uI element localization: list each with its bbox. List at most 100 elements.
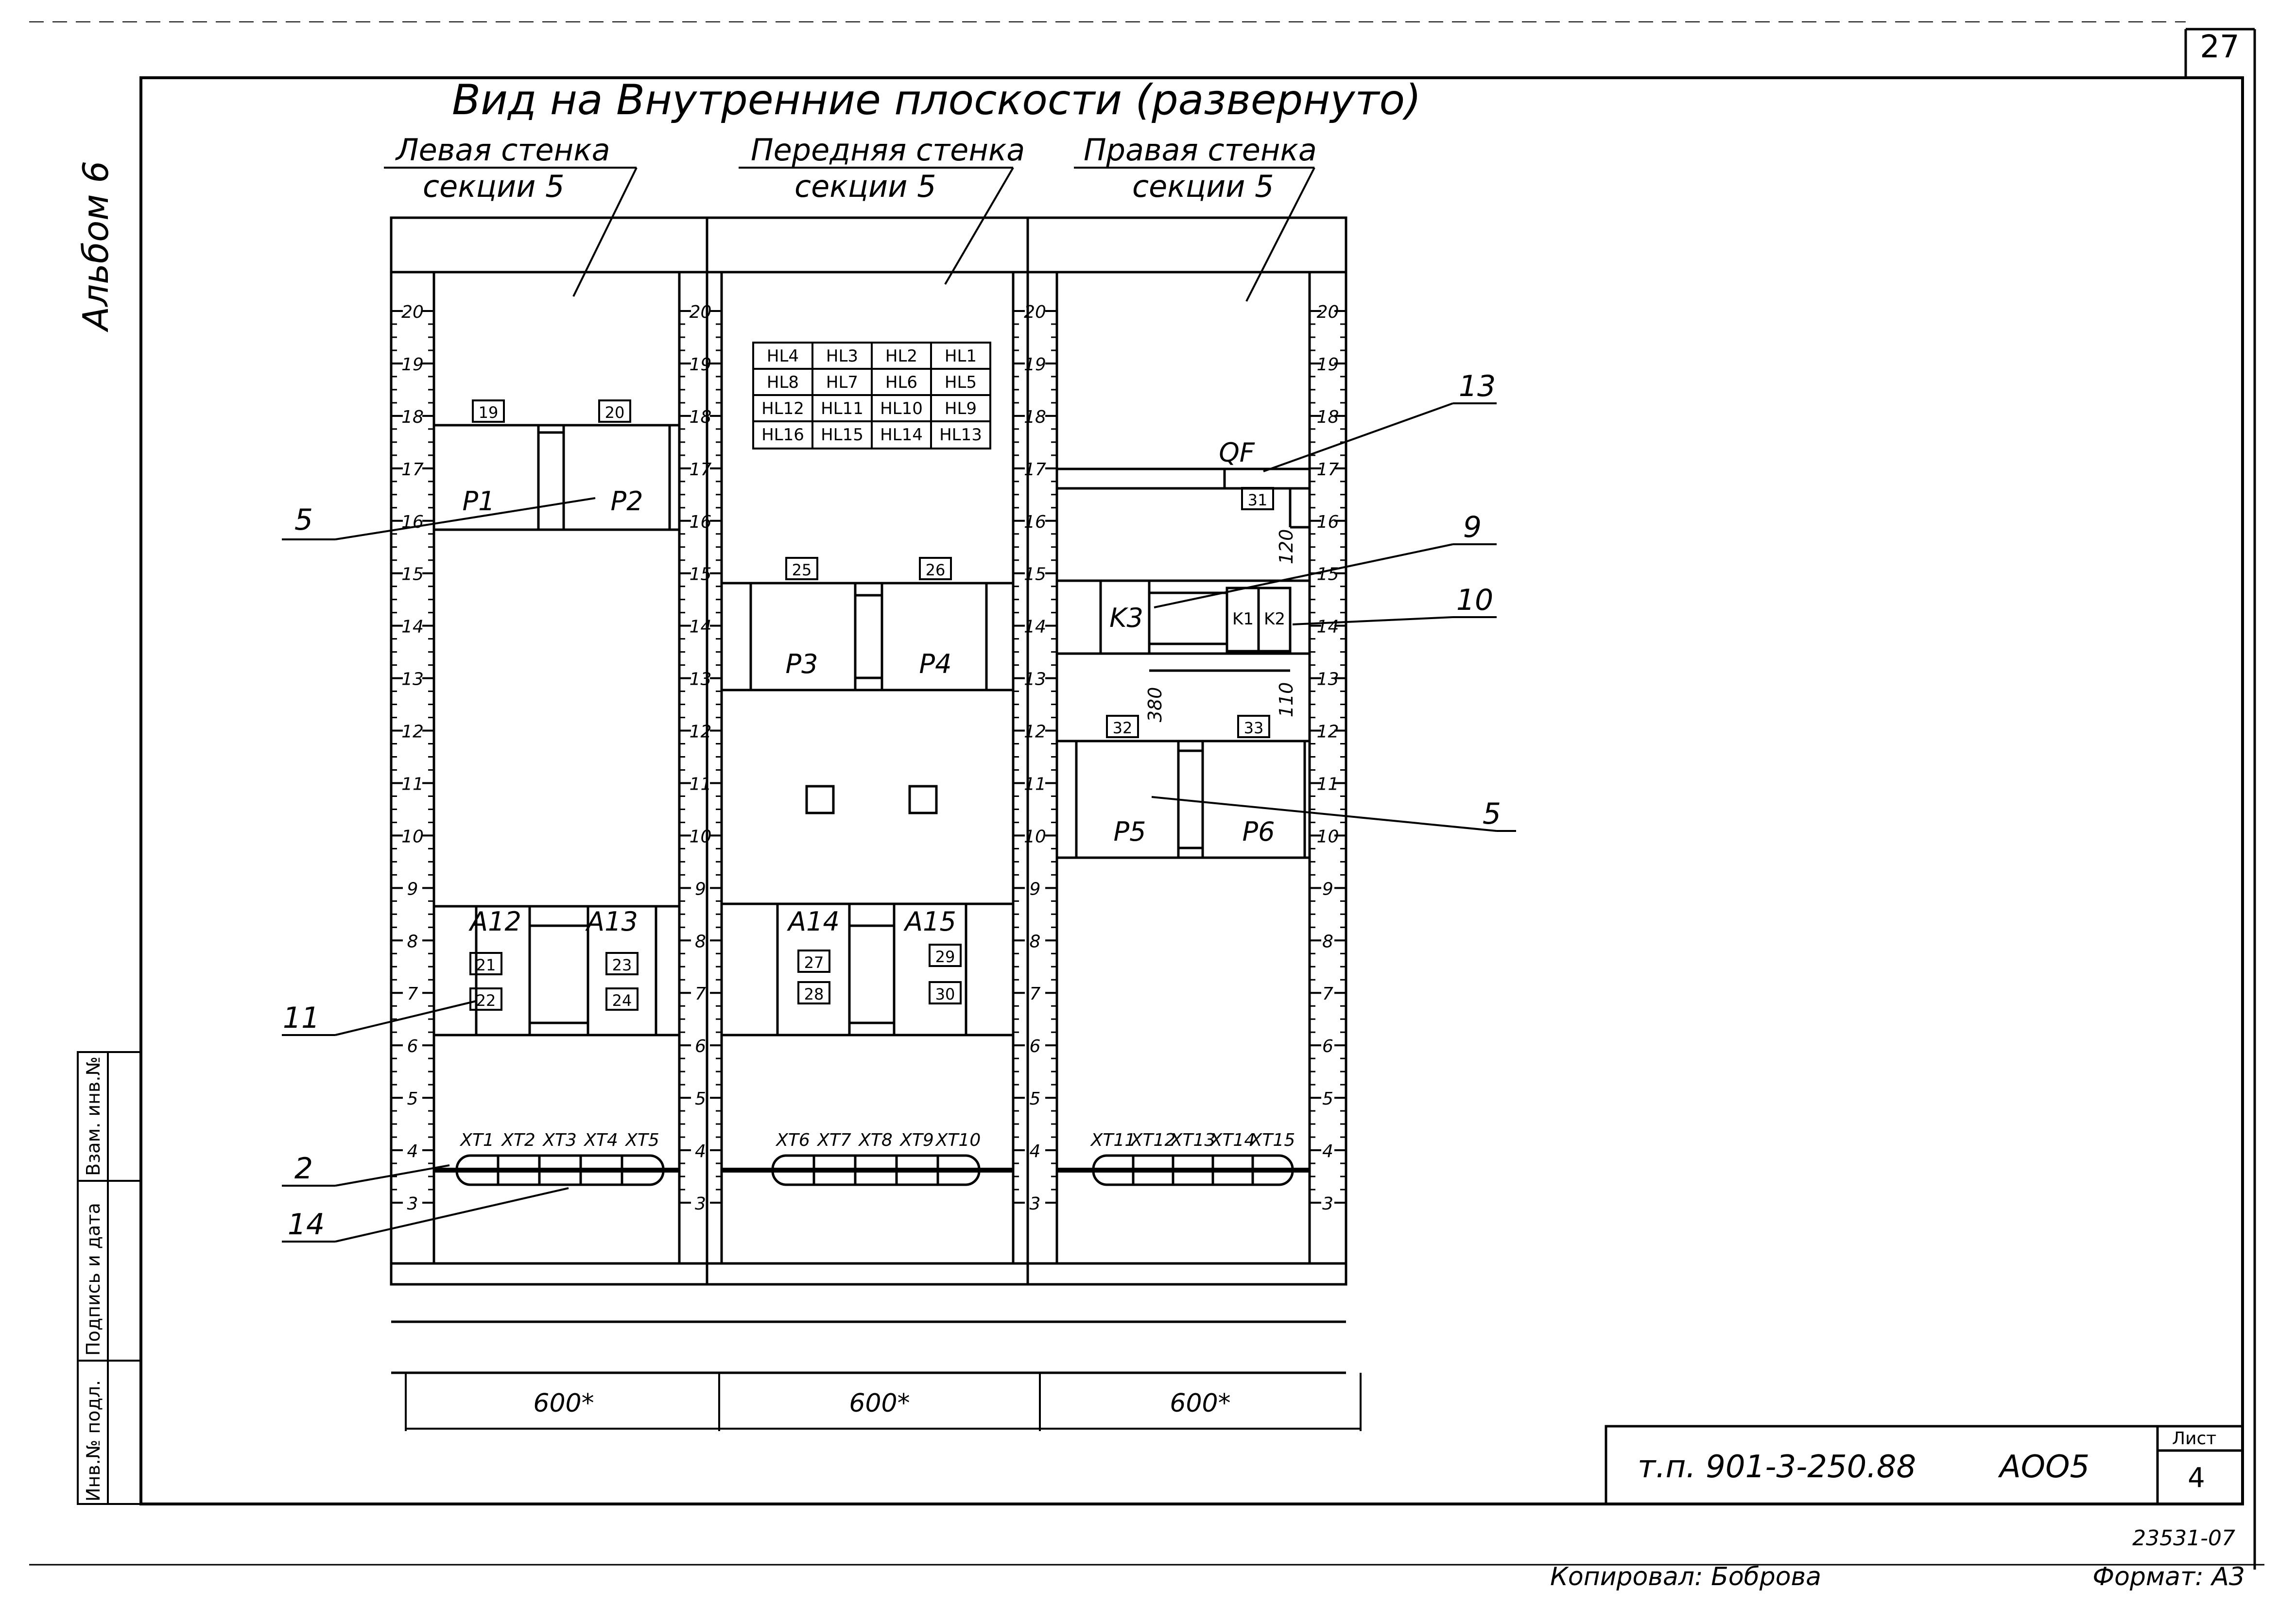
rail-mark: 20 [401, 302, 424, 322]
callout-leaders [282, 402, 1516, 1243]
tag-27: 27 [804, 953, 824, 972]
rail-mark: 6 [407, 1037, 418, 1056]
tag-23: 23 [612, 956, 632, 974]
tag-box-23 [605, 952, 639, 975]
rail-mark: 14 [690, 617, 712, 637]
rail-mark: 19 [690, 355, 712, 375]
title-block [1605, 1425, 2244, 1505]
terminal-xt5: XT5 [624, 1130, 659, 1150]
contactor-k2-body [1257, 587, 1292, 653]
tag-24: 24 [612, 991, 632, 1010]
tag-22: 22 [476, 991, 496, 1010]
sheet-number: 4 [2188, 1462, 2205, 1494]
sheet-label: Лист [2172, 1429, 2216, 1449]
rail-mark: 13 [1317, 670, 1339, 690]
callout-11: 11 [283, 1001, 320, 1035]
breaker-qf: QF [1219, 437, 1255, 468]
corner-sheet-number: 27 [2200, 29, 2239, 65]
rail-mark: 9 [1322, 879, 1333, 899]
lamp-hl3: HL3 [826, 346, 858, 366]
terminal-xt1: XT1 [459, 1130, 494, 1150]
stamp-sign-date: Подпись и дата [83, 1203, 104, 1356]
tag-box-22 [469, 987, 502, 1011]
rail-mark: 5 [407, 1089, 418, 1109]
terminal-xt8: XT8 [858, 1130, 893, 1150]
dimension-110: 110 [1276, 682, 1297, 718]
signal-lamp-right [908, 785, 938, 814]
lamp-hl4: HL4 [767, 346, 799, 366]
right-wall-section: секции 5 [1132, 169, 1274, 204]
callout-10: 10 [1456, 583, 1493, 617]
rail-mark: 7 [1322, 984, 1333, 1004]
document-code: АОО5 [1998, 1449, 2089, 1485]
rail-mark: 16 [1317, 512, 1339, 532]
document-number: т.п. 901-3-250.88 [1638, 1449, 1916, 1485]
relay-p5: P5 [1114, 816, 1146, 847]
lamp-hl1: HL1 [945, 346, 977, 366]
rail-mark: 9 [695, 879, 706, 899]
rail-mark: 19 [1024, 355, 1046, 375]
lamp-hl5: HL5 [945, 373, 977, 392]
contactor-k1: K1 [1232, 609, 1254, 629]
relay-p1-body [432, 424, 540, 531]
relay-p3: P3 [786, 649, 818, 679]
callout-5-left: 5 [294, 503, 313, 537]
tag-box-28 [797, 981, 830, 1004]
terminal-xt6: XT6 [775, 1130, 810, 1150]
rail-mark: 10 [690, 827, 712, 847]
lamp-hl10: HL10 [880, 399, 923, 418]
tag-box-32 [1106, 715, 1139, 738]
rail-mark: 3 [1322, 1194, 1333, 1214]
dimension-120: 120 [1276, 529, 1297, 565]
tag-25: 25 [792, 561, 812, 579]
rail-mark: 18 [690, 407, 712, 427]
terminal-xt2: XT2 [501, 1130, 535, 1150]
rail-mark: 10 [1317, 827, 1339, 847]
terminal-xt13: XT13 [1170, 1130, 1215, 1150]
terminal-xt11: XT11 [1090, 1130, 1136, 1150]
terminal-xt9: XT9 [899, 1130, 934, 1150]
rail-mark: 15 [1024, 565, 1046, 585]
rail-mark: 20 [690, 302, 712, 322]
sheet-format: Формат: А3 [2092, 1562, 2245, 1591]
rail-mark: 11 [1024, 774, 1046, 794]
rail-mark: 18 [1317, 407, 1339, 427]
lamp-hl15: HL15 [821, 425, 863, 445]
dimension-380: 380 [1144, 687, 1166, 723]
callout-14: 14 [288, 1208, 325, 1242]
terminal-xt15: XT15 [1249, 1130, 1295, 1150]
terminal-xt7: XT7 [816, 1130, 851, 1150]
tag-29: 29 [935, 948, 955, 966]
front-wall-layout [722, 582, 1013, 1037]
rail-mark: 18 [1024, 407, 1046, 427]
rail-mark: 10 [1024, 827, 1046, 847]
rail-mark: 13 [690, 670, 712, 690]
rail-mark: 6 [695, 1037, 706, 1056]
rail-mark: 4 [1030, 1141, 1041, 1161]
rail-mark: 4 [407, 1141, 418, 1161]
rail-mark: 20 [1024, 302, 1046, 322]
rail-mark: 13 [401, 670, 424, 690]
rail-mark: 11 [401, 774, 424, 794]
device-a12: А12 [468, 906, 521, 937]
tag-box-20 [598, 399, 631, 423]
tag-box-30 [929, 981, 962, 1004]
rail-mark: 14 [1024, 617, 1046, 637]
sheet-frame [29, 21, 2264, 1570]
rail-mark: 8 [1030, 932, 1041, 951]
tag-30: 30 [935, 985, 955, 1003]
relay-p4: P4 [919, 649, 952, 679]
rail-mark: 16 [1024, 512, 1046, 532]
rail-mark: 13 [1024, 670, 1046, 690]
tag-21: 21 [476, 956, 496, 974]
main-title: Вид на Внутренние плоскости (развернуто) [452, 76, 1421, 124]
rail-mark: 14 [401, 617, 424, 637]
rail-mark: 15 [401, 565, 424, 585]
relay-p2: P2 [611, 486, 643, 517]
signal-lamp-left [805, 785, 835, 814]
rail-mark: 7 [1030, 984, 1041, 1004]
terminal-blocks [434, 1154, 1310, 1186]
rail-mark: 3 [407, 1194, 418, 1214]
device-a15: А15 [903, 906, 956, 937]
front-wall-width: 600* [849, 1389, 910, 1418]
